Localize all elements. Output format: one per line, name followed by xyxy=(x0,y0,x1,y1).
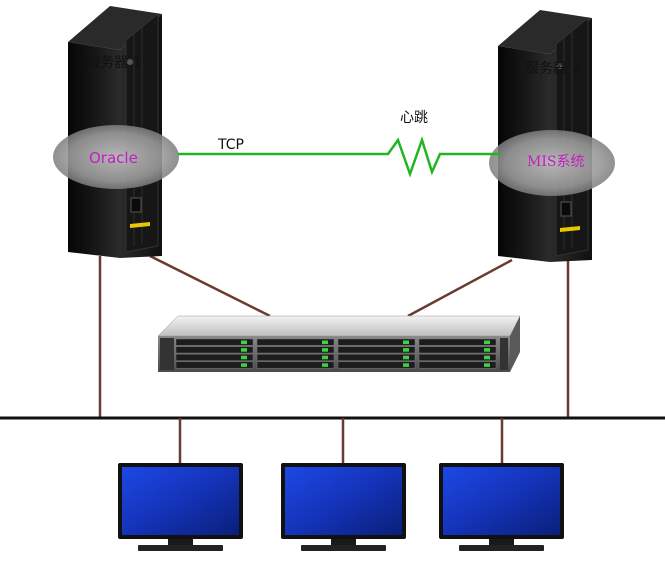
server2-app-badge xyxy=(489,130,615,196)
drive-bay xyxy=(256,353,335,361)
cable-server1-storage xyxy=(149,254,271,318)
drive-bay xyxy=(175,361,254,369)
heartbeat-label: 心跳 xyxy=(400,110,428,126)
drive-bay xyxy=(175,353,254,361)
drive-bay xyxy=(256,338,335,346)
storage-bays xyxy=(175,338,497,369)
server1-app-badge xyxy=(53,125,179,189)
drive-bay xyxy=(418,338,497,346)
server1-app-label: Oracle xyxy=(89,149,138,167)
drive-bay xyxy=(337,361,416,369)
server2-app-label: MIS系统 xyxy=(527,154,585,170)
drive-bay xyxy=(256,346,335,354)
drive-bay xyxy=(337,338,416,346)
client-monitor-1-icon xyxy=(118,463,243,551)
tcp-label: TCP xyxy=(218,137,244,153)
drive-bay xyxy=(337,353,416,361)
heartbeat-link xyxy=(178,136,500,178)
client-monitor-3-icon xyxy=(439,463,564,551)
server1-title: 服务器 1 xyxy=(86,55,142,71)
drive-bay xyxy=(337,346,416,354)
drive-bay xyxy=(175,338,254,346)
drive-bay xyxy=(256,361,335,369)
client-monitor-2-icon xyxy=(281,463,406,551)
storage-array-icon xyxy=(157,315,521,372)
drive-bay xyxy=(418,361,497,369)
server2-title: 服务器 2 xyxy=(525,61,581,77)
drive-bay xyxy=(175,346,254,354)
drive-bay xyxy=(418,346,497,354)
drive-bay xyxy=(418,353,497,361)
cable-server2-storage xyxy=(407,258,513,318)
